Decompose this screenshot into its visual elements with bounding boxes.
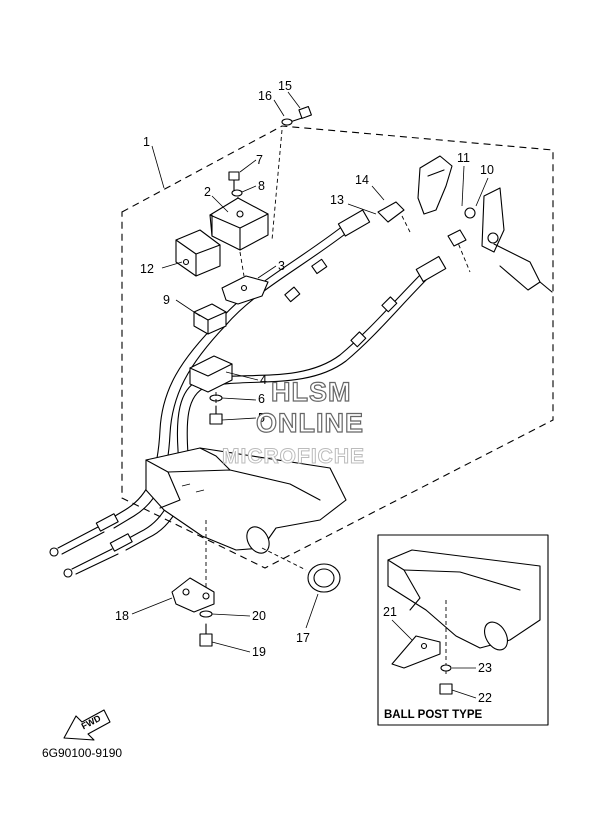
- watermark: HLSM ONLINE MICROFICHE: [222, 376, 365, 468]
- callout-12: 12: [140, 262, 154, 276]
- callout-17: 17: [296, 631, 310, 645]
- callout-7: 7: [256, 153, 263, 167]
- bottom-cowling: [145, 447, 347, 590]
- callout-11: 11: [457, 151, 470, 165]
- callout-3: 3: [278, 259, 285, 273]
- watermark-line3: MICROFICHE: [222, 445, 365, 468]
- callout-21: 21: [383, 605, 397, 619]
- callouts: 1 2 3 4 5 6 7 8 9 10 11 12 13 14 15 16 1…: [115, 79, 494, 705]
- callout-15: 15: [278, 79, 292, 93]
- bolt-7: [228, 171, 243, 197]
- callout-4: 4: [260, 373, 267, 387]
- callout-19: 19: [252, 645, 266, 659]
- callout-23: 23: [478, 661, 492, 675]
- callout-10: 10: [480, 163, 494, 177]
- inset-title: BALL POST TYPE: [384, 709, 483, 721]
- callout-18: 18: [115, 609, 129, 623]
- callout-14: 14: [355, 173, 369, 187]
- callout-1: 1: [143, 135, 150, 149]
- callout-5: 5: [258, 411, 265, 425]
- assembly-boundary: [121, 125, 554, 569]
- leader-lines: [131, 91, 489, 699]
- callout-20: 20: [252, 609, 266, 623]
- shift-linkage: [377, 155, 553, 293]
- callout-9: 9: [163, 293, 170, 307]
- fwd-arrow-icon: FWD: [63, 709, 111, 741]
- callout-13: 13: [330, 193, 344, 207]
- plate-18: [171, 577, 215, 647]
- inset-frame: [377, 534, 549, 726]
- bracket-assembly: [175, 189, 269, 425]
- watermark-line2: ONLINE: [256, 408, 364, 438]
- bolt-15: [271, 105, 312, 241]
- drawing-code: 6G90100-9190: [42, 746, 122, 760]
- watermark-line1: HLSM: [271, 377, 352, 407]
- callout-16: 16: [258, 89, 272, 103]
- callout-8: 8: [258, 179, 265, 193]
- inset-drawing: [387, 549, 541, 695]
- callout-6: 6: [258, 392, 265, 406]
- callout-22: 22: [478, 691, 492, 705]
- grommet-17: [261, 547, 341, 593]
- callout-2: 2: [204, 185, 211, 199]
